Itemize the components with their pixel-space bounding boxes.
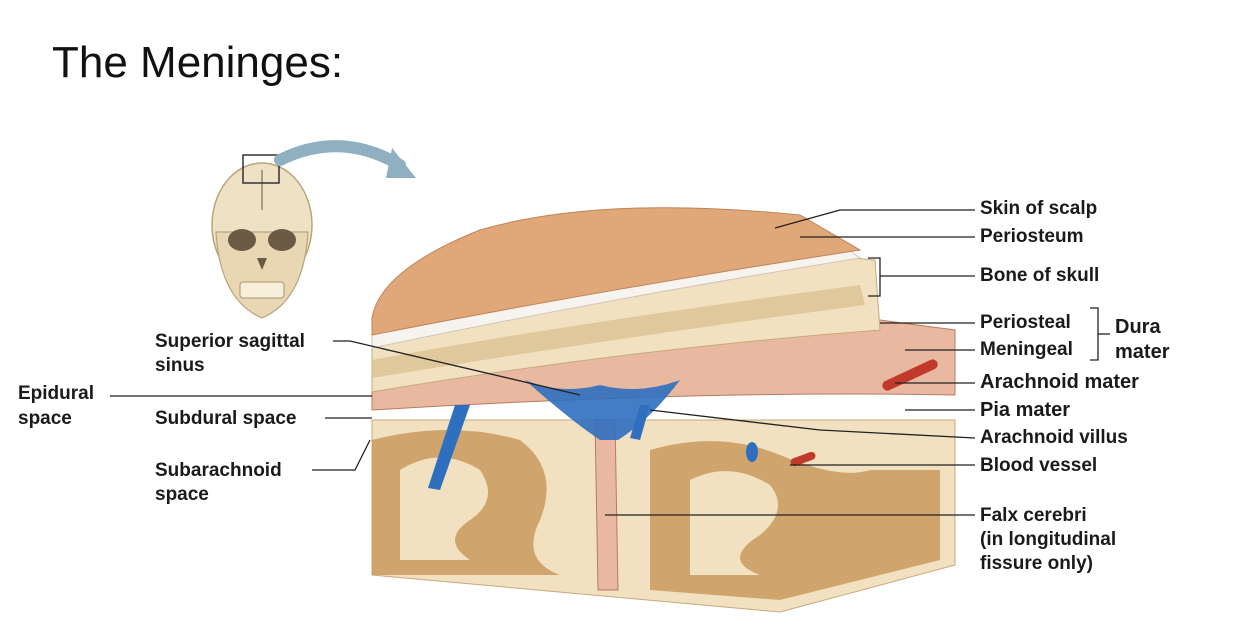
label-dura: Dura (1115, 316, 1161, 338)
label-arachnoid-mater: Arachnoid mater (980, 371, 1139, 393)
label-arachnoid-villus: Arachnoid villus (980, 427, 1128, 448)
page-title: The Meninges: (52, 38, 344, 87)
label-superior-sagittal-line1: Superior sagittal (155, 331, 305, 352)
label-epidural-line2: space (18, 408, 72, 429)
skull-icon (211, 154, 313, 319)
label-falx-line2: (in longitudinal (980, 529, 1117, 550)
label-subarachnoid-line2: space (155, 484, 209, 505)
label-pia-mater: Pia mater (980, 399, 1071, 421)
label-periosteal: Periosteal (980, 312, 1071, 333)
label-blood-vessel: Blood vessel (980, 455, 1098, 476)
leader-lines-right (605, 209, 1110, 516)
leader-lines-left (110, 340, 581, 471)
label-periosteum: Periosteum (980, 226, 1084, 247)
label-falx-line1: Falx cerebri (980, 505, 1087, 526)
label-falx-line3: fissure only) (980, 553, 1093, 574)
label-epidural-line1: Epidural (18, 383, 95, 404)
label-subdural-space: Subdural space (155, 408, 297, 429)
label-meningeal: Meningeal (980, 339, 1073, 360)
label-skin-of-scalp: Skin of scalp (980, 198, 1098, 219)
label-superior-sagittal-line2: sinus (155, 355, 205, 376)
label-subarachnoid-line1: Subarachnoid (155, 460, 282, 481)
label-bone-of-skull: Bone of skull (980, 265, 1100, 286)
zoom-arrow-icon (274, 140, 406, 171)
tissue-block (371, 207, 956, 613)
label-mater: mater (1115, 341, 1170, 363)
